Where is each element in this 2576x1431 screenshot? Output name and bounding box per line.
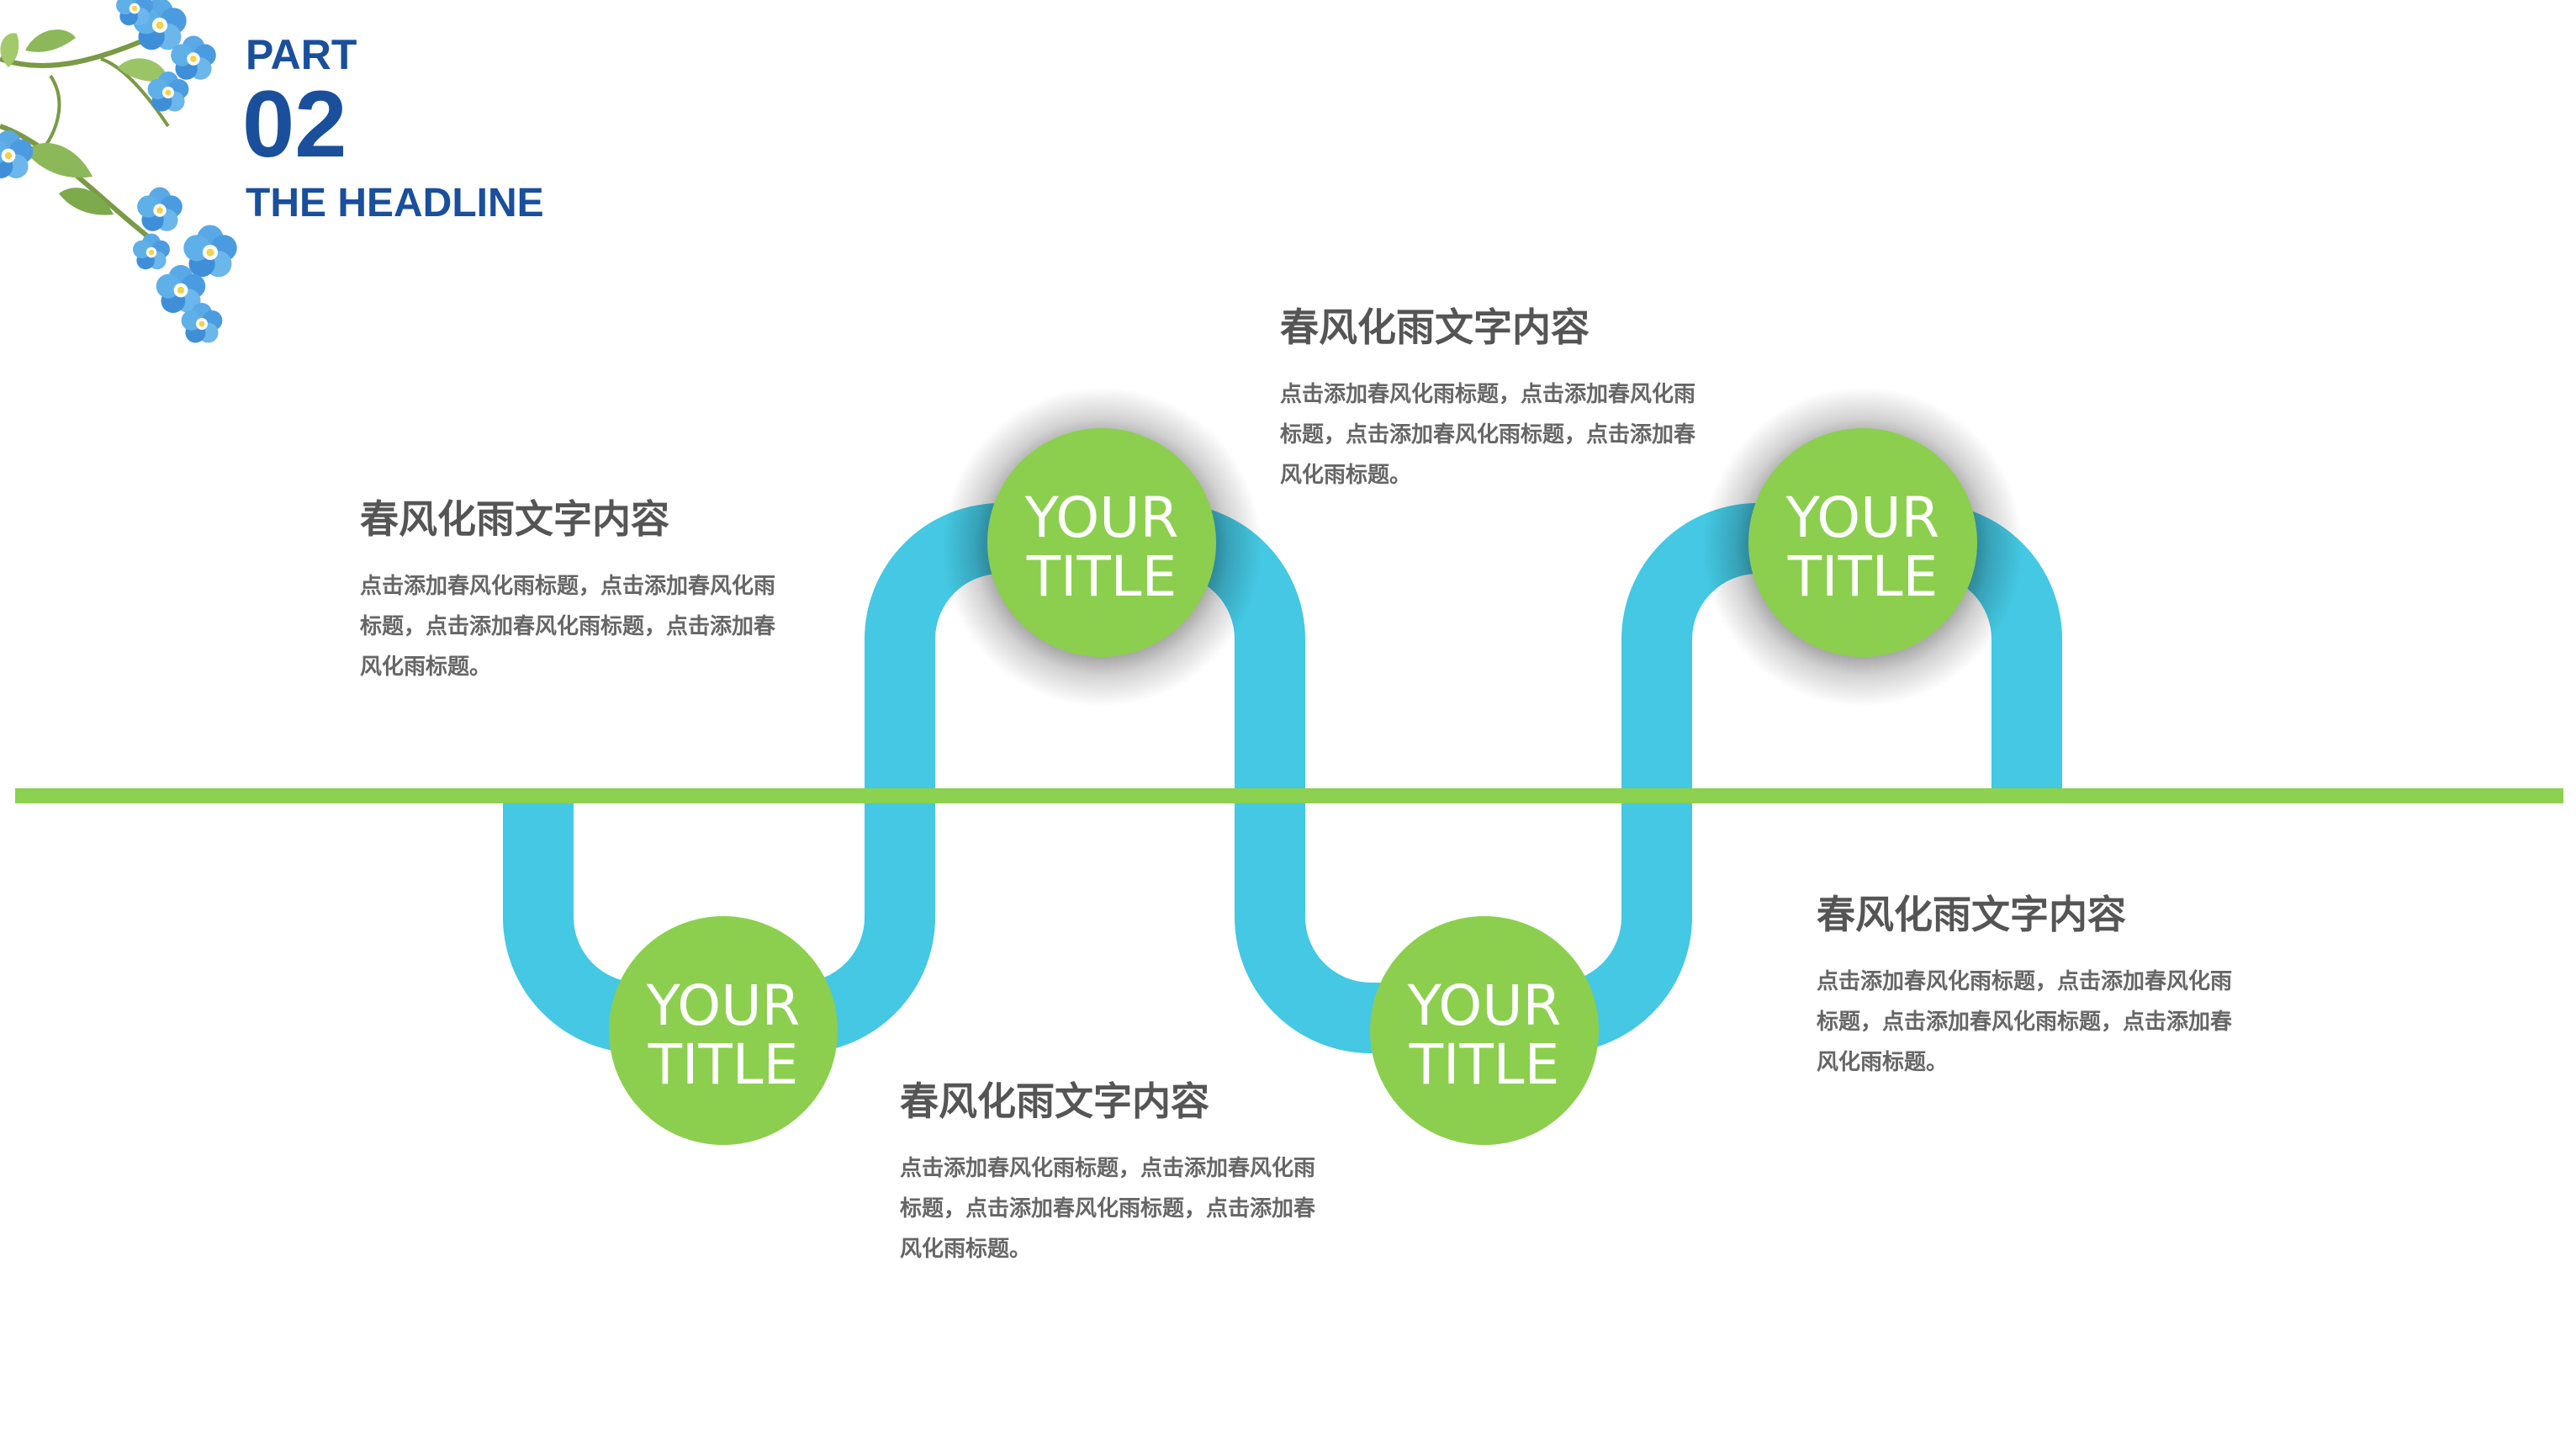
text-block-1: 春风化雨文字内容 点击添加春风化雨标题，点击添加春风化雨标题，点击添加春风化雨标… xyxy=(360,496,780,687)
baseline xyxy=(15,788,2563,803)
text-block-heading: 春风化雨文字内容 xyxy=(1817,892,2126,937)
text-block-heading: 春风化雨文字内容 xyxy=(1280,305,1590,350)
title-circle-bg xyxy=(1370,916,1599,1145)
forget-me-not-flower-icon xyxy=(0,0,237,343)
text-block-heading: 春风化雨文字内容 xyxy=(900,1079,1209,1124)
text-block-body: 点击添加春风化雨标题，点击添加春风化雨标题，点击添加春风化雨标题，点击添加春风化… xyxy=(360,574,776,681)
text-block-body: 点击添加春风化雨标题，点击添加春风化雨标题，点击添加春风化雨标题，点击添加春风化… xyxy=(1817,969,2233,1076)
part-label: PART xyxy=(246,31,357,78)
headline: THE HEADLINE xyxy=(246,181,544,225)
title-circle-bg xyxy=(987,428,1216,657)
circle-title-1: YOUR TITLE xyxy=(646,973,801,1097)
text-block-heading: 春风化雨文字内容 xyxy=(360,496,669,542)
circle-title-4: YOUR TITLE xyxy=(1785,485,1940,609)
title-circle-bg xyxy=(1748,428,1977,657)
text-block-4: 春风化雨文字内容 点击添加春风化雨标题，点击添加春风化雨标题，点击添加春风化雨标… xyxy=(1817,892,2237,1083)
text-block-2: 春风化雨文字内容 点击添加春风化雨标题，点击添加春风化雨标题，点击添加春风化雨标… xyxy=(1280,305,1701,496)
text-block-3: 春风化雨文字内容 点击添加春风化雨标题，点击添加春风化雨标题，点击添加春风化雨标… xyxy=(900,1079,1320,1269)
circle-title-3: YOUR TITLE xyxy=(1407,973,1562,1097)
text-block-body: 点击添加春风化雨标题，点击添加春风化雨标题，点击添加春风化雨标题，点击添加春风化… xyxy=(900,1156,1316,1263)
text-block-body: 点击添加春风化雨标题，点击添加春风化雨标题，点击添加春风化雨标题，点击添加春风化… xyxy=(1280,382,1696,489)
circle-title-2: YOUR TITLE xyxy=(1024,485,1179,609)
part-number: 02 xyxy=(242,72,347,177)
title-circle-bg xyxy=(609,916,838,1145)
